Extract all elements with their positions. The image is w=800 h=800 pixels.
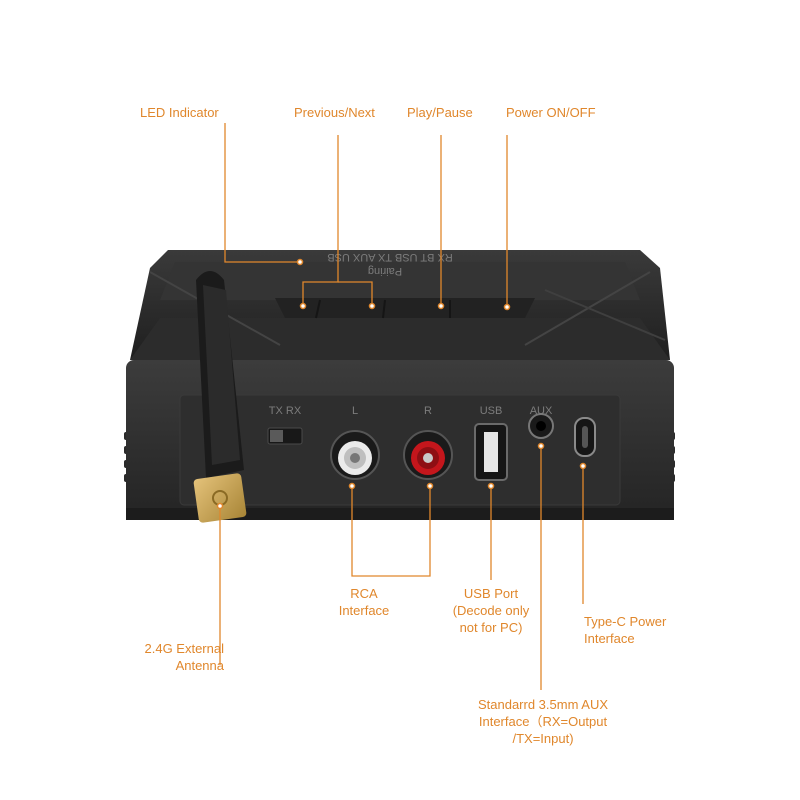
callout-lines — [219, 123, 584, 690]
top-mode-text: RX BT USB TX AUX USB — [327, 251, 453, 263]
top-pairing-text: Pairing — [368, 265, 402, 277]
port-tx-rx-text: TX RX — [269, 405, 302, 417]
usb-port — [474, 423, 508, 481]
prev-next-line-branch — [338, 281, 373, 305]
label-previous-next: Previous/Next — [294, 105, 375, 120]
callout-dots — [216, 258, 587, 510]
type-c-port — [574, 417, 596, 457]
label-rca-interface: RCA Interface — [338, 586, 390, 618]
led-line — [224, 123, 300, 263]
port-r-text: R — [424, 405, 432, 417]
antenna — [193, 271, 247, 523]
rca-left-jack — [330, 430, 380, 480]
prev-next-line — [302, 135, 339, 305]
rca-right-jack — [403, 430, 453, 480]
port-aux-text: AUX — [530, 405, 553, 417]
label-usb-port: USB Port (Decode only not for PC) — [452, 586, 530, 635]
port-usb-text: USB — [480, 405, 503, 417]
port-l-text: L — [352, 405, 358, 417]
label-play-pause: Play/Pause — [407, 105, 473, 120]
antenna-gold-connector — [193, 473, 247, 523]
label-type-c-power: Type-C Power Interface — [584, 614, 667, 646]
top-button-strip — [275, 298, 535, 319]
tx-rx-switch — [267, 427, 303, 445]
label-led-indicator: LED Indicator — [140, 105, 219, 120]
label-external-antenna: 2.4G External Antenna — [144, 641, 225, 673]
rca-line — [351, 486, 431, 577]
aux-jack — [528, 413, 554, 439]
label-power-on-off: Power ON/OFF — [506, 105, 596, 120]
label-aux-interface: Standarrd 3.5mm AUX Interface（RX=Output … — [477, 697, 609, 746]
